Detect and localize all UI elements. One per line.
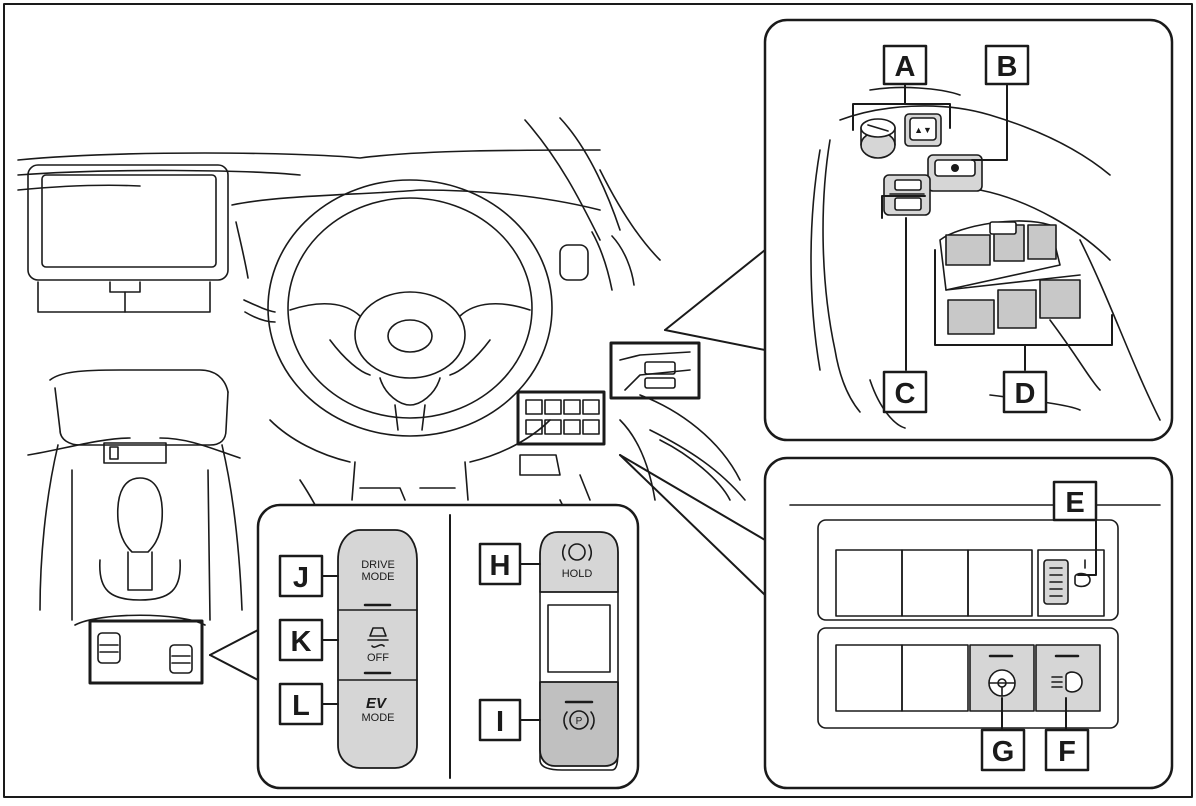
vsc-off-text: OFF bbox=[367, 652, 389, 664]
brake-hold-icon bbox=[561, 543, 593, 561]
auto-high-beam-icon bbox=[1035, 644, 1101, 712]
panel-door-switches: ▲▼ bbox=[763, 18, 1174, 442]
headlight-leveling-dial-icon bbox=[1037, 549, 1105, 617]
callout-connectors bbox=[209, 249, 766, 681]
callout-d: D bbox=[1015, 378, 1036, 410]
callout-k: K bbox=[291, 626, 312, 658]
steering-wheel bbox=[267, 179, 553, 437]
infotainment-screen bbox=[27, 164, 229, 313]
power-window-switch-icon bbox=[939, 220, 1081, 335]
mirror-select-switch-icon: ▲▼ bbox=[904, 113, 942, 147]
hold-text: HOLD bbox=[562, 568, 593, 580]
drive-mode-line1: DRIVE bbox=[361, 559, 395, 571]
parking-brake-icon: P bbox=[563, 700, 595, 730]
callout-b: B bbox=[997, 51, 1018, 83]
steering-heater-icon bbox=[969, 644, 1035, 712]
callout-g: G bbox=[992, 736, 1015, 768]
dashboard-illustration bbox=[17, 117, 746, 685]
callout-labels: A B C D E G F J K L H I bbox=[278, 44, 1098, 772]
callout-l: L bbox=[292, 690, 310, 722]
callout-c: C bbox=[895, 378, 916, 410]
callout-h: H bbox=[490, 550, 511, 582]
svg-text:▲▼: ▲▼ bbox=[914, 125, 932, 135]
lower-switch-inset bbox=[516, 390, 606, 446]
callout-f: F bbox=[1058, 736, 1076, 768]
ev-mode-text: MODE bbox=[362, 712, 395, 724]
door-switch-inset bbox=[609, 341, 701, 400]
callout-e: E bbox=[1065, 487, 1084, 519]
callout-i: I bbox=[496, 706, 504, 738]
drive-mode-line2: MODE bbox=[362, 571, 395, 583]
outer-frame bbox=[3, 3, 1193, 798]
ev-text: EV bbox=[366, 695, 388, 712]
drive-mode-switch-inset bbox=[88, 619, 204, 685]
label-leaders bbox=[321, 563, 541, 721]
shift-lever bbox=[99, 477, 181, 601]
svg-text:P: P bbox=[576, 716, 583, 727]
mirror-adjust-knob-icon bbox=[860, 118, 896, 159]
vsc-off-icon bbox=[367, 627, 389, 648]
panel-lower-switches bbox=[763, 456, 1174, 790]
window-lock-icon bbox=[927, 154, 983, 192]
callout-a: A bbox=[895, 51, 916, 83]
callout-j: J bbox=[293, 562, 309, 594]
center-console bbox=[27, 369, 243, 626]
panel-console-switches: P bbox=[256, 503, 640, 790]
